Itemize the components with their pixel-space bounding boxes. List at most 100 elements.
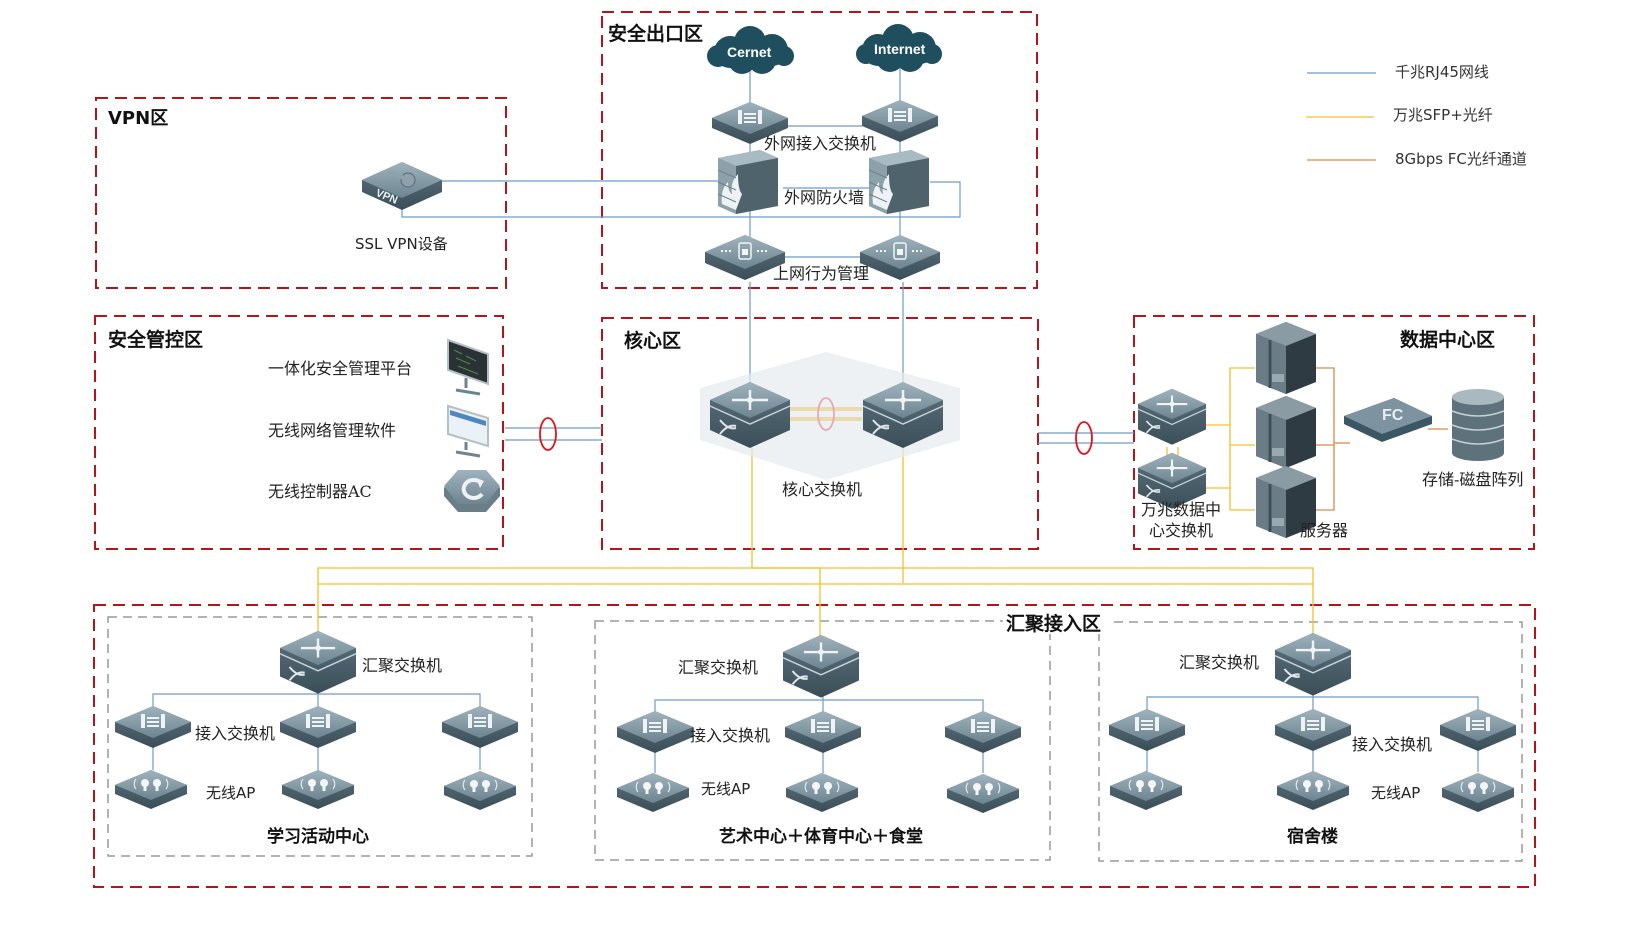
access-switch-label-2: 接入交换机 — [690, 726, 770, 745]
zone-core: 核心区 核心交换机 — [624, 329, 960, 499]
access-switch-3-1[interactable] — [1108, 708, 1186, 752]
access-switch-3-3[interactable] — [1439, 708, 1517, 752]
zone-egress-box — [601, 11, 1038, 289]
wireless-controller-label: 无线控制器AC — [268, 482, 372, 501]
firewall-1[interactable] — [717, 149, 779, 215]
link-aggregation-mark-security — [539, 417, 557, 451]
monitor-icon — [447, 404, 489, 458]
zone-egress: 安全出口区 Cernet Internet 外网接入交换机 外网防火墙 上网行为… — [608, 22, 942, 283]
wireless-controller-ac[interactable] — [444, 470, 500, 512]
fc-badge-text: FC — [1382, 407, 1404, 424]
zone-security-mgmt-box — [94, 315, 504, 550]
wireless-mgmt-software-monitor[interactable] — [447, 404, 489, 458]
zone-vpn: VPN区 VPN SSL VPN设备 — [108, 108, 448, 253]
ap-3-3[interactable] — [1441, 772, 1515, 813]
legend-label-rj45: 千兆RJ45网线 — [1395, 63, 1489, 81]
ssl-vpn-device[interactable]: VPN — [362, 162, 442, 210]
access-switch-2-3[interactable] — [944, 710, 1022, 754]
core-background-shape — [700, 352, 960, 480]
cloud-internet-label: Internet — [874, 41, 926, 57]
access-switch-label-1: 接入交换机 — [195, 724, 275, 743]
legend-label-fc: 8Gbps FC光纤通道 — [1395, 150, 1527, 168]
cloud-icon — [856, 24, 942, 72]
zone-aggregation-title: 汇聚接入区 — [1006, 613, 1101, 635]
group-box-3 — [1098, 621, 1523, 862]
cloud-cernet-label: Cernet — [727, 44, 772, 60]
ap-1-3[interactable] — [443, 770, 517, 811]
group-arts-sports-canteen: 汇聚交换机 接入交换机 无线AP 艺术中心＋体育中心＋食堂 — [616, 633, 1022, 847]
agg-switch-label-1: 汇聚交换机 — [362, 656, 442, 675]
ap-label-2: 无线AP — [701, 780, 750, 798]
cloud-cernet[interactable]: Cernet — [707, 26, 794, 74]
zone-security-mgmt: 安全管控区 一体化安全管理平台 无线网络管理软件 无线控制器AC — [108, 328, 500, 512]
ap-3-2[interactable] — [1276, 770, 1350, 811]
firewall-2[interactable] — [868, 149, 930, 215]
refresh-icon — [461, 478, 484, 500]
agg-switch-3[interactable] — [1273, 631, 1353, 697]
behavior-mgmt-2[interactable] — [859, 234, 941, 281]
ap-label-1: 无线AP — [206, 784, 255, 802]
zone-aggregation: 汇聚接入区 汇聚交换机 接入交换机 无线AP 学习活动中心 汇聚交换机 接入交换… — [114, 610, 1517, 847]
security-platform-label: 一体化安全管理平台 — [268, 359, 412, 378]
zone-datacenter-title: 数据中心区 — [1400, 328, 1495, 351]
dc-switch-1[interactable] — [1136, 387, 1208, 446]
ap-3-1[interactable] — [1109, 770, 1183, 811]
wireless-mgmt-software-label: 无线网络管理软件 — [268, 421, 396, 440]
links-sfp — [317, 367, 1314, 640]
ssl-vpn-label: SSL VPN设备 — [355, 235, 448, 253]
zone-security-mgmt-title: 安全管控区 — [108, 328, 203, 351]
ap-2-3[interactable] — [946, 773, 1020, 814]
zone-egress-title: 安全出口区 — [608, 22, 703, 45]
security-platform-monitor[interactable] — [447, 338, 489, 396]
link-aggregation-mark-datacenter — [1075, 421, 1093, 455]
access-switch-1-2[interactable] — [279, 705, 357, 749]
group-name-3: 宿舍楼 — [1287, 826, 1338, 847]
ap-2-2[interactable] — [785, 772, 859, 813]
access-switch-2-2[interactable] — [784, 710, 862, 754]
legend-label-sfp: 万兆SFP+光纤 — [1393, 106, 1493, 124]
server-label: 服务器 — [1300, 521, 1348, 540]
storage-disk-array[interactable] — [1451, 389, 1505, 461]
agg-switch-1[interactable] — [278, 629, 358, 695]
storage-label: 存储-磁盘阵列 — [1422, 470, 1523, 489]
links-fc — [1316, 367, 1448, 511]
ap-1-2[interactable] — [281, 769, 355, 810]
agg-switch-label-3: 汇聚交换机 — [1179, 653, 1259, 672]
legend: 千兆RJ45网线 万兆SFP+光纤 8Gbps FC光纤通道 — [1306, 63, 1527, 168]
fc-switch[interactable]: FC — [1344, 398, 1432, 442]
ap-1-1[interactable] — [114, 769, 188, 810]
cloud-icon — [707, 26, 794, 74]
group-name-1: 学习活动中心 — [267, 826, 369, 847]
ap-2-1[interactable] — [616, 772, 690, 813]
access-switch-3-2[interactable] — [1274, 708, 1352, 752]
group-box-2 — [594, 620, 1051, 861]
database-icon — [1451, 389, 1505, 461]
cloud-internet[interactable]: Internet — [856, 24, 942, 72]
ap-label-3: 无线AP — [1371, 784, 1420, 802]
dc-switch-label-line2: 心交换机 — [1149, 521, 1213, 540]
access-switch-1-3[interactable] — [441, 705, 519, 749]
egress-access-switch-label: 外网接入交换机 — [764, 134, 876, 153]
group-study-center: 汇聚交换机 接入交换机 无线AP 学习活动中心 — [114, 629, 519, 847]
zone-vpn-box — [95, 97, 507, 289]
zone-aggregation-box — [93, 604, 1536, 888]
links-rj45 — [152, 68, 1479, 773]
firewall-label: 外网防火墙 — [784, 188, 864, 207]
zone-datacenter: 数据中心区 万兆数据中 心交换机 服务器 FC 存储-磁盘阵列 — [1136, 320, 1523, 540]
server-1[interactable] — [1254, 320, 1318, 396]
monitor-icon — [447, 338, 489, 396]
server-2[interactable] — [1254, 394, 1318, 470]
behavior-mgmt-label: 上网行为管理 — [773, 264, 869, 283]
zone-core-title: 核心区 — [624, 329, 681, 352]
group-name-2: 艺术中心＋体育中心＋食堂 — [719, 826, 923, 847]
zone-vpn-title: VPN区 — [108, 108, 168, 129]
dc-switch-label-line1: 万兆数据中 — [1141, 500, 1221, 519]
group-box-1 — [107, 616, 533, 857]
access-switch-1-1[interactable] — [114, 705, 192, 749]
agg-switch-2[interactable] — [781, 633, 861, 699]
access-switch-2-1[interactable] — [616, 710, 694, 754]
agg-switch-label-2: 汇聚交换机 — [678, 658, 758, 677]
key-icon — [387, 170, 416, 188]
access-switch-label-3: 接入交换机 — [1352, 735, 1432, 754]
